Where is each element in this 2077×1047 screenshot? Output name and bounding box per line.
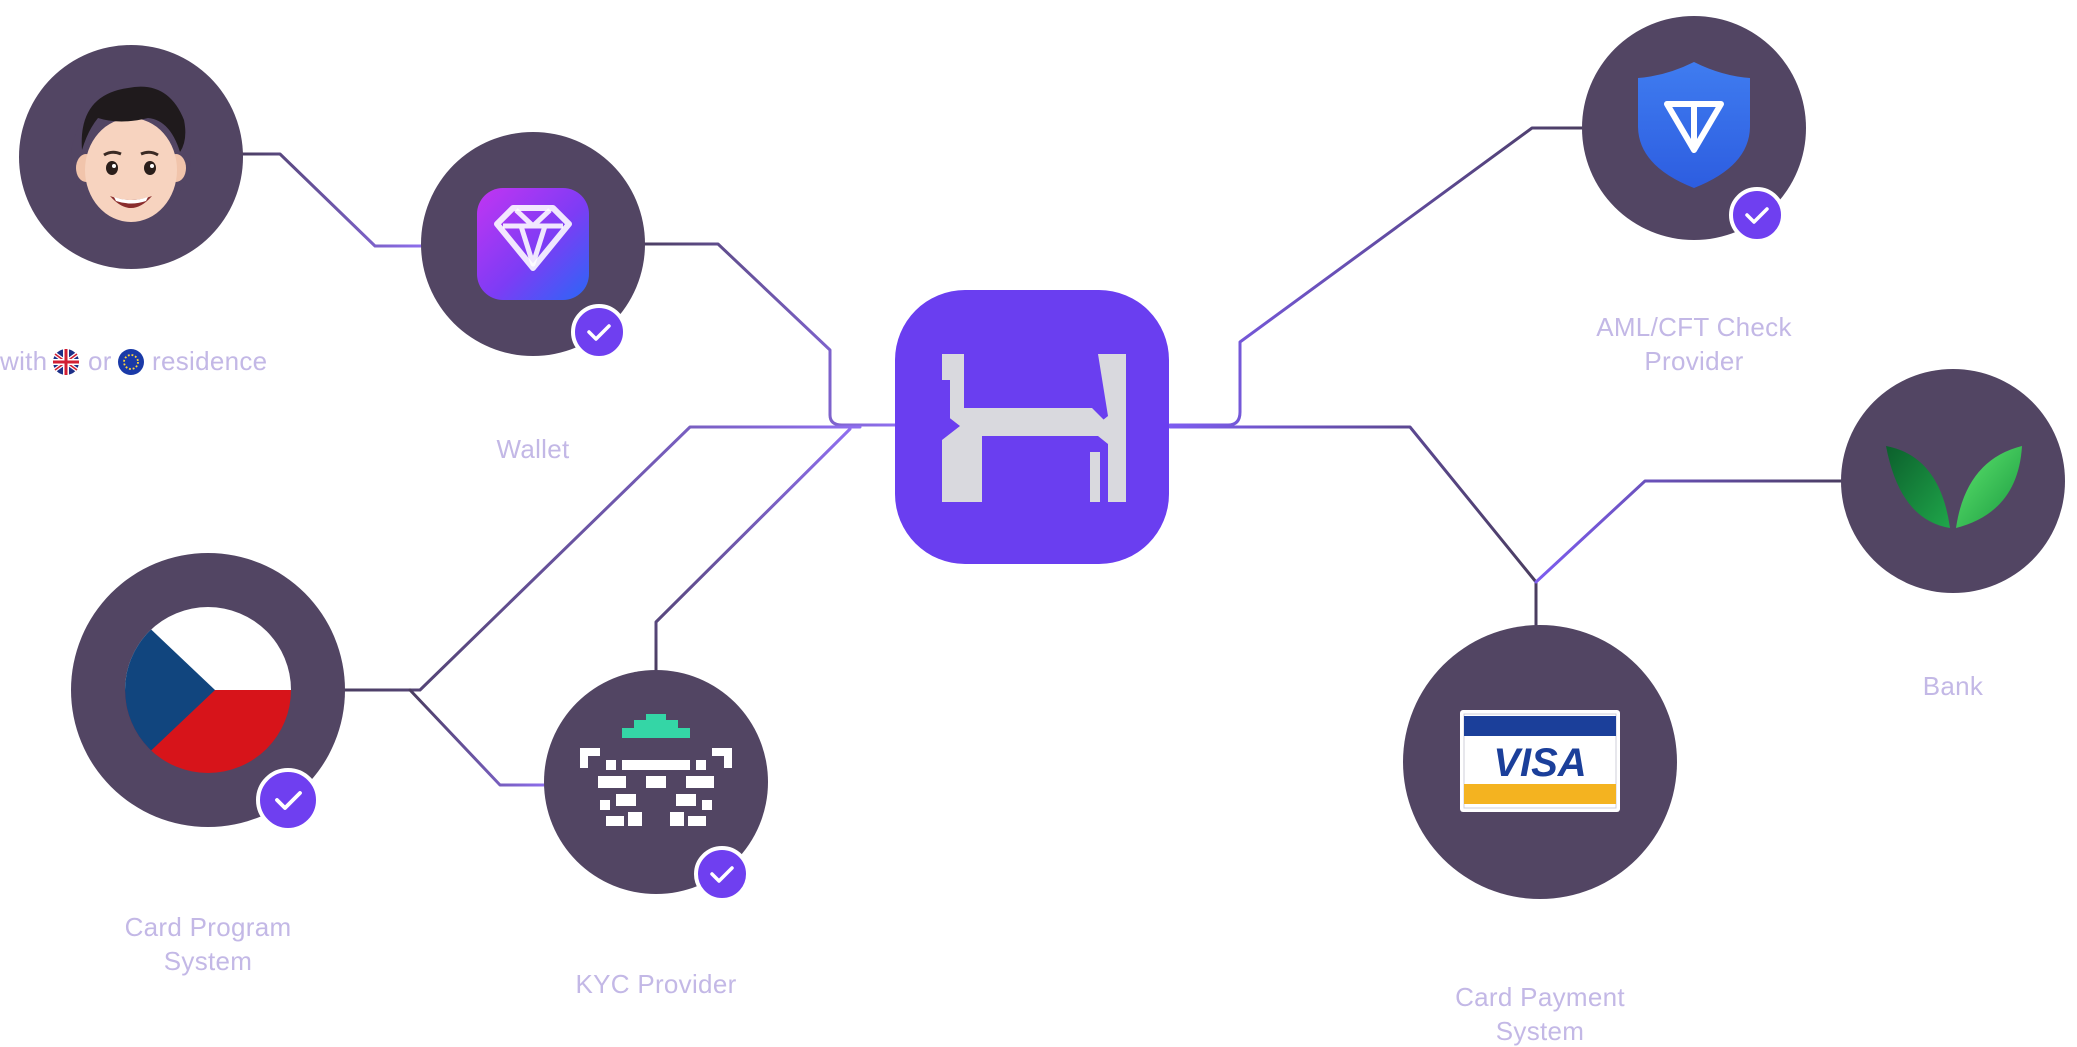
connectors	[238, 126, 1847, 787]
kyc-node: KYC Provider	[544, 670, 768, 999]
card-program-node: Card Program System	[71, 553, 345, 976]
hub-logo-icon	[942, 354, 1126, 502]
leaf-logo-icon	[1886, 446, 2022, 528]
user-label-residence: residence	[152, 346, 267, 376]
card-payment-node: VISA Card Payment System	[1403, 625, 1677, 1046]
wallet-label: Wallet	[496, 434, 570, 464]
connector-kyc-hub	[654, 427, 852, 672]
wallet-app-icon	[477, 188, 589, 300]
card-program-verified-check-icon	[256, 768, 320, 832]
wallet-node: Wallet	[421, 132, 645, 464]
bank-node-disc	[1841, 369, 2065, 593]
user-avatar-icon	[76, 86, 186, 222]
visa-logo-text: VISA	[1493, 741, 1586, 785]
kyc-pixel-logo-icon	[580, 714, 732, 826]
aml-node: AML/CFT Check Provider	[1582, 16, 1806, 376]
kyc-verified-check-icon	[694, 846, 750, 902]
bank-node: Bank	[1841, 369, 2065, 701]
bank-label: Bank	[1923, 671, 1984, 701]
aml-label-line-2: Provider	[1644, 346, 1743, 376]
connector-hub-cardpayment	[1168, 425, 1538, 627]
user-node: with or residence	[0, 45, 267, 376]
user-label-or: or	[88, 346, 112, 376]
connector-user-wallet	[238, 152, 427, 248]
aml-label-line-1: AML/CFT Check	[1596, 312, 1792, 342]
card-program-label-line-2: System	[164, 946, 252, 976]
aml-verified-check-icon	[1729, 187, 1785, 243]
user-label-with: with	[0, 346, 47, 376]
connector-bank-cardpayment	[1534, 479, 1847, 584]
visa-card-icon: VISA	[1460, 710, 1620, 812]
kyc-label: KYC Provider	[575, 969, 736, 999]
connector-cardprogram-kyc	[408, 688, 550, 787]
card-payment-label-line-1: Card Payment	[1455, 982, 1625, 1012]
user-residence-label: with or residence	[0, 346, 267, 376]
connector-hub-aml	[1168, 126, 1584, 427]
connector-wallet-hub	[638, 242, 897, 427]
shield-icon	[1638, 62, 1750, 188]
eu-flag-icon	[118, 349, 144, 375]
card-payment-label-line-2: System	[1496, 1016, 1584, 1046]
card-program-label-line-1: Card Program	[125, 912, 292, 942]
wallet-verified-check-icon	[571, 304, 627, 360]
connector-cardprogram-hub	[338, 425, 862, 692]
uk-flag-icon	[53, 349, 79, 375]
hub-node	[895, 290, 1169, 564]
